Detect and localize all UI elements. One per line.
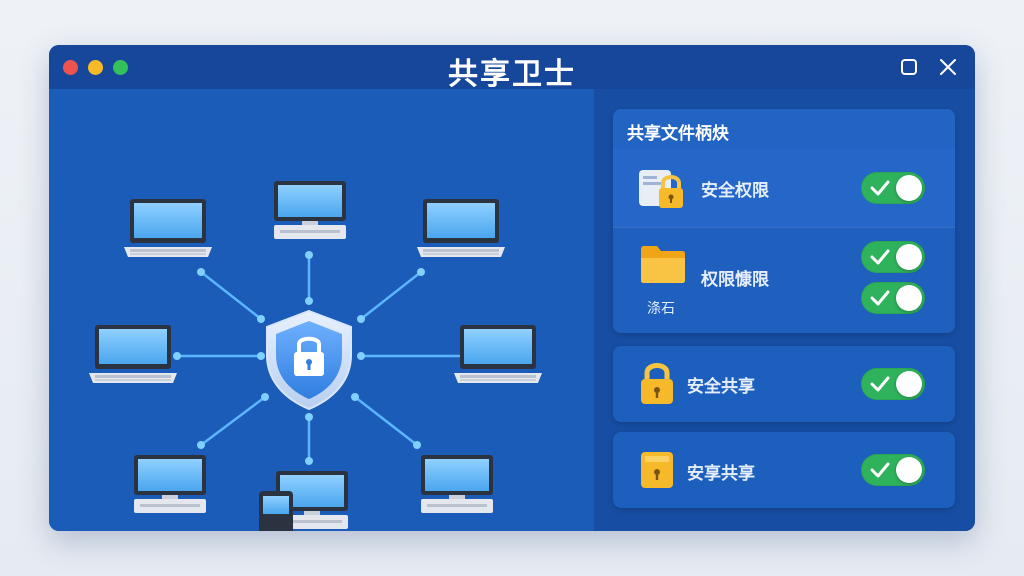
desktop-icon (274, 181, 346, 239)
maximize-icon[interactable] (897, 55, 921, 79)
safe-share-label: 安享共享 (687, 464, 755, 484)
card-header: 共享文件柄炔 (613, 109, 955, 149)
folder-icon (641, 246, 685, 283)
permission-toggle-1[interactable] (861, 241, 925, 273)
permission-toggle-2[interactable] (861, 282, 925, 314)
check-icon (870, 290, 890, 306)
app-title: 共享卫士 (448, 57, 576, 92)
secure-permission-toggle[interactable] (861, 172, 925, 204)
safe-share-toggle[interactable] (861, 454, 925, 486)
toggle-knob (896, 457, 922, 483)
toggle-knob (896, 371, 922, 397)
laptop-icon (89, 325, 177, 383)
check-icon (870, 462, 890, 478)
network-diagram-pane (49, 89, 594, 531)
check-icon (870, 180, 890, 196)
card-title: 共享文件柄炔 (627, 124, 729, 144)
permission-sublabel: 涤石 (647, 301, 675, 317)
padlock-icon (641, 452, 673, 488)
permission-limit-label: 权限慷限 (701, 270, 769, 290)
desktop-icon (134, 455, 206, 513)
close-window-dot[interactable] (63, 60, 78, 75)
close-icon[interactable] (936, 55, 960, 79)
toggle-knob (896, 285, 922, 311)
secure-share-card: 安全共享 (613, 346, 955, 422)
tablet-icon (259, 491, 293, 531)
laptop-icon (454, 325, 542, 383)
safe-share-card: 安享共享 (613, 432, 955, 508)
lock-file-icon (639, 170, 683, 208)
padlock-icon (641, 363, 673, 404)
laptop-icon (124, 199, 212, 257)
minimize-window-dot[interactable] (88, 60, 103, 75)
laptop-icon (417, 199, 505, 257)
shared-files-card: 共享文件柄炔 安全权限 (613, 109, 955, 333)
setting-row-secure-permission: 安全权限 (613, 149, 955, 227)
secure-permission-label: 安全权限 (701, 181, 769, 201)
toggle-knob (896, 175, 922, 201)
toggle-knob (896, 244, 922, 270)
secure-share-toggle[interactable] (861, 368, 925, 400)
settings-pane: 共享文件柄炔 安全权限 (594, 89, 975, 531)
secure-share-label: 安全共享 (687, 377, 755, 397)
connection-lines (177, 255, 464, 461)
app-window: 共享卫士 (49, 45, 975, 531)
desktop-icon (421, 455, 493, 513)
zoom-window-dot[interactable] (113, 60, 128, 75)
setting-row-permission-limit: 权限慷限 涤石 (613, 227, 955, 333)
network-diagram (89, 181, 542, 531)
shield-lock-icon (266, 309, 352, 411)
title-bar: 共享卫士 (49, 45, 975, 92)
check-icon (870, 376, 890, 392)
check-icon (870, 249, 890, 265)
